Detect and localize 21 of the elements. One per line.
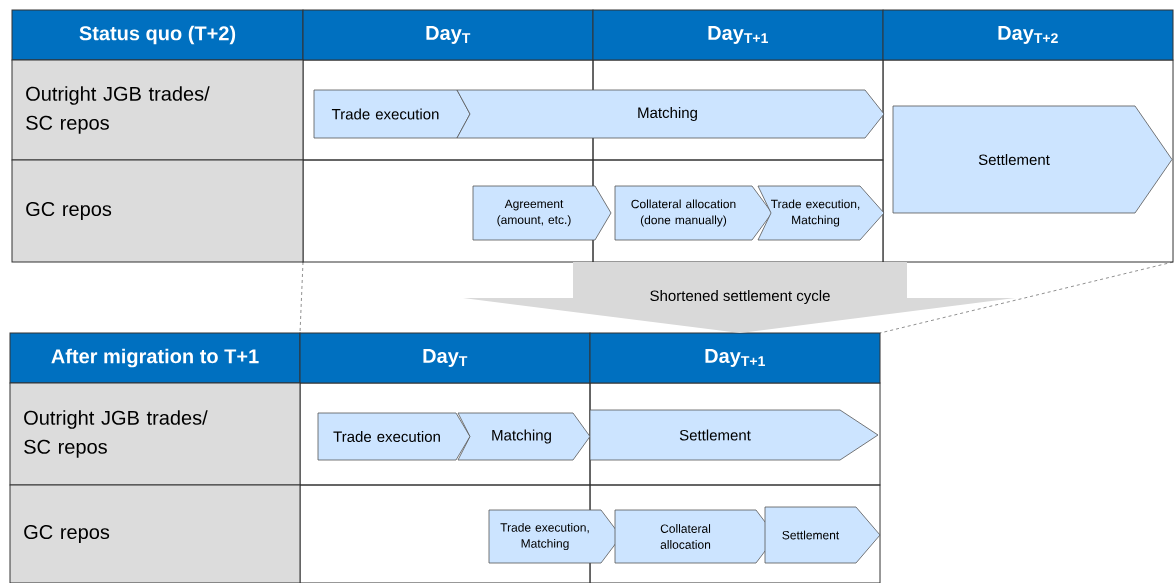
process-step: Collateral allocation: [614, 509, 777, 564]
column-header: Day$_{T+1}$: [592, 9, 884, 61]
row-label: GC repos: [11, 159, 304, 263]
column-header: Day$_{T+1}$: [589, 332, 881, 384]
process-step: Settlement: [589, 409, 879, 461]
column-header: After migration to T+1: [9, 332, 301, 384]
process-step: Settlement: [764, 506, 881, 564]
row-label: Outright JGB trades/ SC repos: [9, 382, 301, 486]
column-header: Status quo (T+2): [11, 9, 304, 61]
column-header: Day$_{T}$: [299, 332, 591, 384]
row-label: GC repos: [9, 484, 301, 583]
process-step: Agreement (amount, etc.): [472, 185, 612, 241]
process-step: Trade execution: [317, 412, 471, 461]
process-step: Settlement: [892, 105, 1173, 214]
process-step: Trade execution, Matching: [757, 185, 885, 241]
row-label: Outright JGB trades/ SC repos: [11, 59, 304, 161]
column-header: Day$_{T}$: [302, 9, 594, 61]
column-header: Day$_{T+2}$: [882, 9, 1174, 61]
process-step: Trade execution, Matching: [488, 509, 622, 564]
process-step: Matching: [457, 412, 591, 461]
process-step: Trade execution: [313, 89, 471, 139]
